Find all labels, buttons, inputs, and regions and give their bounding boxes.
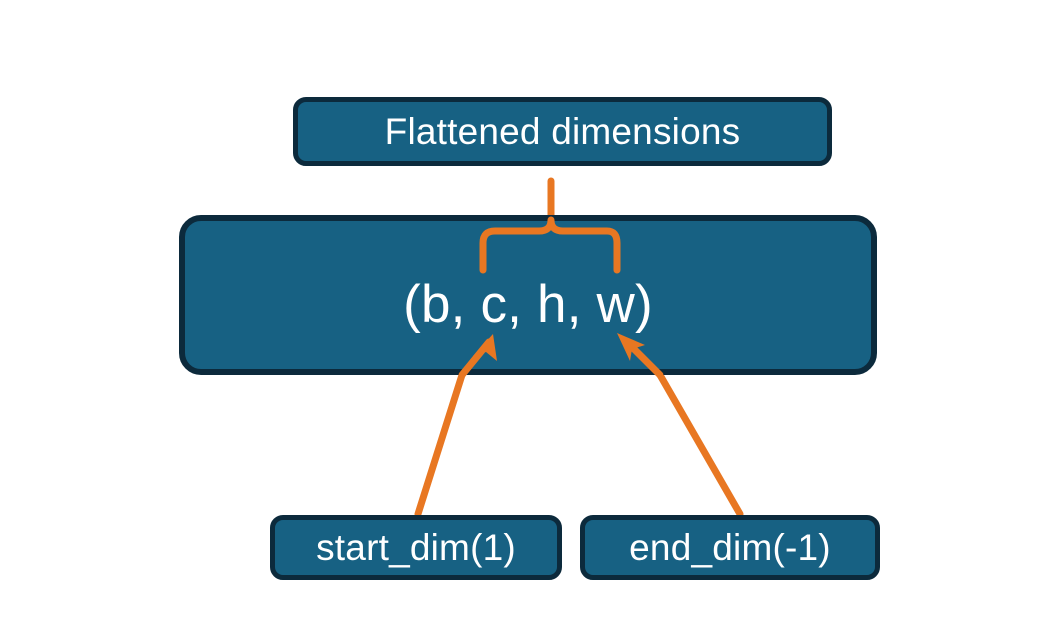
- flattened-dimensions-label: Flattened dimensions: [384, 110, 741, 152]
- flattened-dimensions-box[interactable]: Flattened dimensions: [293, 97, 832, 166]
- end-dim-box[interactable]: end_dim(-1): [580, 515, 880, 580]
- tensor-shape-box[interactable]: (b, c, h, w): [179, 215, 877, 375]
- start-dim-label: start_dim(1): [316, 526, 516, 568]
- end-dim-label: end_dim(-1): [629, 526, 831, 568]
- start-dim-box[interactable]: start_dim(1): [270, 515, 562, 580]
- start-dim-arrow-shaft-lower: [414, 371, 466, 518]
- end-dim-arrow-shaft-lower: [656, 371, 744, 518]
- tensor-shape-label: (b, c, h, w): [403, 275, 653, 334]
